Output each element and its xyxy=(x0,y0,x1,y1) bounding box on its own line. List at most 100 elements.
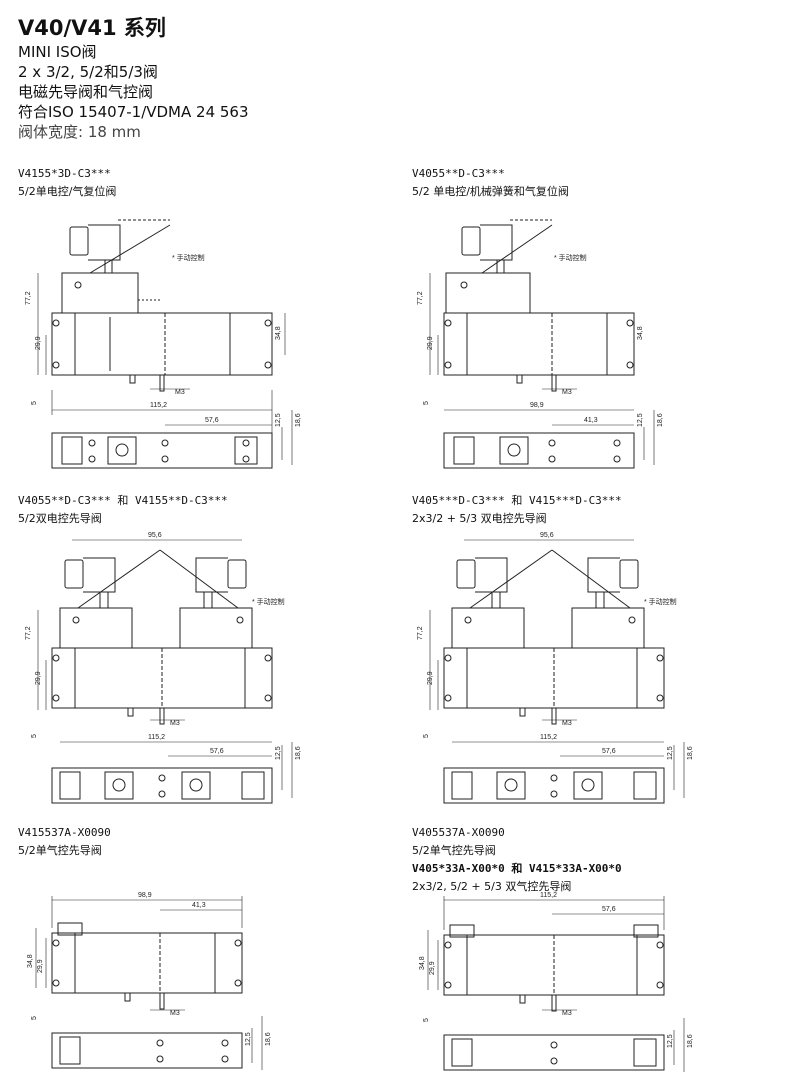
dim-w2: 18,6 xyxy=(265,1032,272,1046)
subtitle-line-1: MINI ISO阀 xyxy=(18,43,97,61)
dim-w1: 12,5 xyxy=(245,1032,252,1046)
dim-w2: 18,6 xyxy=(687,746,694,760)
dim-top: 95,6 xyxy=(540,532,554,539)
dim-thread: M3 xyxy=(170,720,180,727)
dim-h2: 29,9 xyxy=(429,961,436,975)
valve-body-top xyxy=(443,767,665,804)
dimension-labels: 98,9 41,3 34,8 29,9 5 M3 12,5 18,6 xyxy=(27,892,272,1046)
part-description: 5/2 单电控/机械弹簧和气复位阀 xyxy=(412,185,569,198)
solenoid-coil xyxy=(461,219,552,273)
dimension-lines xyxy=(429,539,685,798)
dimension-labels: 95,6 77,2 29,9 5 115,2 57,6 M3 12,5 18,6… xyxy=(417,532,694,760)
technical-drawing-1: 77,2 29,9 34,8 5 115,2 57,6 M3 12,5 18,6… xyxy=(25,219,302,469)
part-number: V405537A-X0090 xyxy=(412,826,505,839)
dim-w1: 12,5 xyxy=(667,746,674,760)
part-description: 2x3/2 + 5/3 双电控先导阀 xyxy=(412,512,547,525)
dimension-lines xyxy=(37,273,293,465)
leader-line xyxy=(89,224,171,274)
dim-length: 98,9 xyxy=(530,402,544,409)
part-description: 5/2双电控先导阀 xyxy=(18,512,102,525)
valve-body-top xyxy=(443,432,635,469)
pilot-head xyxy=(445,272,531,314)
dim-w1: 12,5 xyxy=(667,1034,674,1048)
dim-body: 29,9 xyxy=(427,336,434,350)
dim-height: 77,2 xyxy=(25,291,32,305)
caption-3: V4055**D-C3*** 和 V4155**D-C3*** 5/2双电控先导… xyxy=(18,492,228,528)
caption-2: V4055**D-C3*** 5/2 单电控/机械弹簧和气复位阀 xyxy=(412,165,569,201)
dim-h2: 29,9 xyxy=(37,959,44,973)
part-description: 5/2单气控先导阀 xyxy=(18,844,102,857)
dim-offset: 5 xyxy=(423,1018,430,1022)
valve-body-top xyxy=(51,767,273,804)
valve-body-side xyxy=(443,312,635,392)
manual-override-note: * 手动控制 xyxy=(554,253,587,262)
dim-thread: M3 xyxy=(562,1010,572,1017)
technical-drawing-4: 95,6 77,2 29,9 5 115,2 57,6 M3 12,5 18,6… xyxy=(417,532,694,804)
dim-side: 34,8 xyxy=(637,326,644,340)
leader-line xyxy=(481,224,553,274)
page-header: V40/V41 系列 MINI ISO阀 2 x 3/2, 5/2和5/3阀 电… xyxy=(18,14,249,142)
dimension-labels: 115,2 57,6 34,8 29,9 5 M3 12,5 18,6 xyxy=(419,892,694,1048)
subtitle-line-4: 符合ISO 15407-1/VDMA 24 563 xyxy=(18,103,249,121)
dim-half: 41,3 xyxy=(584,417,598,424)
dim-thread: M3 xyxy=(170,1010,180,1017)
dim-thread: M3 xyxy=(175,389,185,396)
dim-half: 57,6 xyxy=(205,417,219,424)
dimension-lines xyxy=(37,539,293,798)
manual-override-note: * 手动控制 xyxy=(644,597,677,606)
subtitle-line-3: 电磁先导阀和气控阀 xyxy=(18,83,154,101)
dim-w2: 18,6 xyxy=(657,413,664,427)
caption-5: V415537A-X0090 5/2单气控先导阀 xyxy=(18,824,111,860)
dim-thread: M3 xyxy=(562,720,572,727)
valve-body-side xyxy=(443,647,665,725)
pilot-head xyxy=(61,272,160,314)
dim-w2: 18,6 xyxy=(295,413,302,427)
manual-override-note: * 手动控制 xyxy=(252,597,285,606)
technical-drawing-2: 77,2 29,9 34,8 5 98,9 41,3 M3 12,5 18,6 … xyxy=(417,219,664,469)
valve-body-top xyxy=(443,1034,665,1071)
valve-body-side xyxy=(51,647,273,725)
dimension-lines xyxy=(427,896,685,1072)
dim-h1: 34,8 xyxy=(27,954,34,968)
dim-length: 115,2 xyxy=(150,402,167,409)
dim-offset: 5 xyxy=(423,401,430,405)
subtitle-line-2: 2 x 3/2, 5/2和5/3阀 xyxy=(18,63,158,81)
dim-height: 77,2 xyxy=(417,291,424,305)
part-number: V4155*3D-C3*** xyxy=(18,167,111,180)
dim-w2: 18,6 xyxy=(687,1034,694,1048)
dim-offset: 5 xyxy=(31,1016,38,1020)
dim-offset: 5 xyxy=(31,401,38,405)
solenoid-coil xyxy=(69,219,170,273)
dim-height: 77,2 xyxy=(25,626,32,640)
solenoid-coils xyxy=(456,549,639,609)
dimension-lines xyxy=(35,896,263,1070)
dimension-labels: 77,2 29,9 34,8 5 98,9 41,3 M3 12,5 18,6 … xyxy=(417,253,664,427)
valve-width-line: 阀体宽度: 18 mm xyxy=(18,123,141,141)
dimension-labels: 77,2 29,9 34,8 5 115,2 57,6 M3 12,5 18,6… xyxy=(25,253,302,427)
caption-6: V405537A-X0090 5/2单气控先导阀 V405*33A-X00*0 … xyxy=(412,824,622,896)
valve-body-side xyxy=(443,924,665,1012)
dim-thread: M3 xyxy=(562,389,572,396)
part-number: V415537A-X0090 xyxy=(18,826,111,839)
dim-length: 115,2 xyxy=(540,892,557,899)
dim-body: 29,9 xyxy=(427,671,434,685)
manual-override-note: * 手动控制 xyxy=(172,253,205,262)
part-description: 5/2单气控先导阀 xyxy=(412,844,496,857)
dim-half: 57,6 xyxy=(602,748,616,755)
dimension-lines xyxy=(429,273,655,465)
valve-body-top xyxy=(51,432,273,469)
dim-offset: 5 xyxy=(423,734,430,738)
part-description: 5/2单电控/气复位阀 xyxy=(18,185,117,198)
dim-w1: 12,5 xyxy=(275,413,282,427)
pilot-heads xyxy=(451,607,645,649)
caption-4: V405***D-C3*** 和 V415***D-C3*** 2x3/2 + … xyxy=(412,492,622,528)
valve-body-top xyxy=(51,1032,243,1069)
dim-half: 41,3 xyxy=(192,902,206,909)
dim-half: 57,6 xyxy=(210,748,224,755)
technical-drawing-5: 98,9 41,3 34,8 29,9 5 M3 12,5 18,6 xyxy=(27,892,272,1070)
dim-body: 29,9 xyxy=(35,671,42,685)
dim-h1: 34,8 xyxy=(419,956,426,970)
valve-body-side xyxy=(51,312,273,392)
part-number: V405***D-C3*** 和 V415***D-C3*** xyxy=(412,494,622,507)
dim-length: 115,2 xyxy=(148,734,165,741)
